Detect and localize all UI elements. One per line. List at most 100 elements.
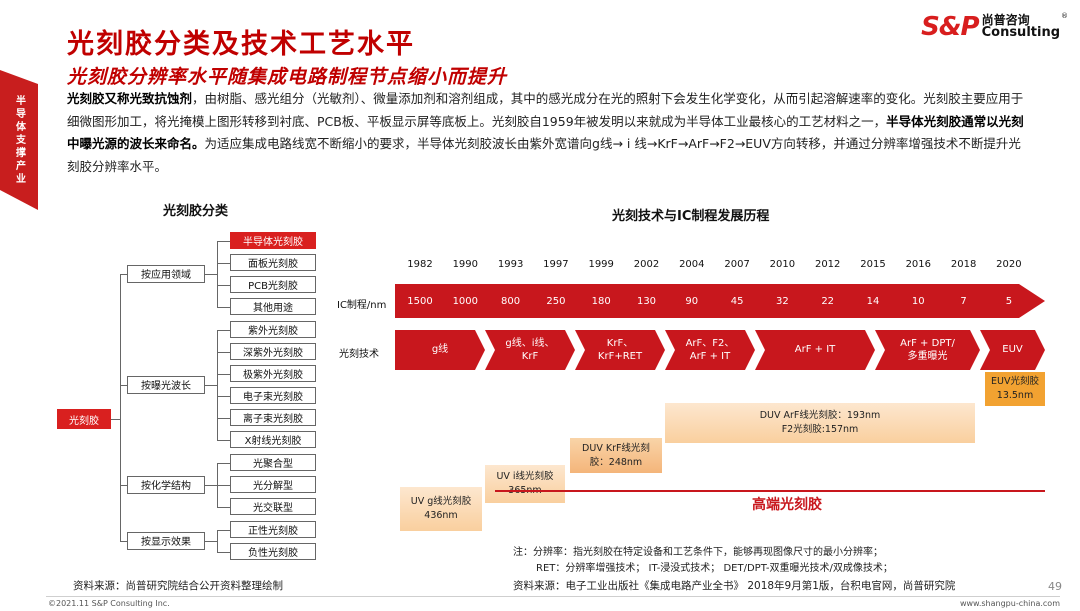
tree-connector <box>205 273 217 275</box>
tech-stage-line2: KrF <box>521 351 539 362</box>
company-logo: S&P 尚普咨询 Consulting ® <box>921 12 1068 42</box>
ic-value: 90 <box>685 296 699 307</box>
classification-group: 按显示效果 <box>127 531 205 550</box>
tree-connector <box>217 329 218 440</box>
tech-stage: ArF + DPT/多重曝光 <box>875 330 980 370</box>
ic-value: 7 <box>960 296 967 307</box>
tree-connector <box>205 384 217 386</box>
tree-connector <box>217 395 230 397</box>
classification-item: 正性光刻胶 <box>230 521 316 538</box>
classification-heading: 光刻胶分类 <box>163 204 229 219</box>
footer-website: www.shangpu-china.com <box>959 599 1060 608</box>
year-label: 1982 <box>407 259 433 270</box>
tree-connector <box>120 273 121 541</box>
ic-value: 22 <box>821 296 835 307</box>
classification-group: 按曝光波长 <box>127 375 205 394</box>
year-label: 2012 <box>814 259 841 270</box>
classification-item: 光交联型 <box>230 498 316 515</box>
page-number: 49 <box>1048 580 1062 593</box>
note-line-1: 注：分辨率：指光刻胶在特定设备和工艺条件下，能够再现图像尺寸的最小分辨率； <box>513 547 883 558</box>
tree-connector <box>205 540 217 542</box>
photoresist-step: DUV KrF线光刻胶：248nm <box>570 438 662 473</box>
logo-cn: 尚普咨询 <box>981 12 1030 27</box>
classification-item: 极紫外光刻胶 <box>230 365 316 382</box>
photoresist-step-line1: DUV KrF线光刻 <box>582 442 650 454</box>
registered-mark: ® <box>1061 12 1068 20</box>
tree-connector <box>217 306 230 308</box>
tech-stage: ArF、F2、ArF + IT <box>665 330 755 370</box>
classification-item: 负性光刻胶 <box>230 543 316 560</box>
classification-item: 离子束光刻胶 <box>230 409 316 426</box>
tree-connector <box>120 484 127 486</box>
tree-connector <box>120 540 127 542</box>
ic-value: 250 <box>546 296 566 307</box>
tech-stage-line1: g线 <box>431 344 449 356</box>
photoresist-step-line2: F2光刻胶:157nm <box>781 424 859 435</box>
classification-item: 半导体光刻胶 <box>230 232 316 249</box>
classification-item: 其他用途 <box>230 298 316 315</box>
photoresist-step: UV i线光刻胶365nm <box>485 465 565 503</box>
year-label: 2020 <box>996 259 1022 270</box>
tree-connector <box>217 351 230 353</box>
classification-group: 按化学结构 <box>127 475 205 494</box>
year-label: 1997 <box>543 259 569 270</box>
ic-row-label: IC制程/nm <box>337 300 387 311</box>
logo-en: Consulting <box>981 25 1060 41</box>
classification-item: 光分解型 <box>230 476 316 493</box>
tech-stage-line2: ArF + IT <box>689 351 731 362</box>
ic-arrow <box>395 284 1045 318</box>
year-label: 1993 <box>497 259 524 270</box>
tree-connector <box>217 484 230 486</box>
year-label: 2018 <box>950 259 977 270</box>
tech-stage-line1: g线、i线、 <box>505 337 555 349</box>
classification-item: X射线光刻胶 <box>230 431 316 448</box>
tree-connector <box>120 384 127 386</box>
tree-connector <box>217 284 230 286</box>
footer-copyright: ©2021.11 S&P Consulting Inc. <box>48 599 170 608</box>
ic-value: 14 <box>866 296 880 307</box>
tree-connector <box>217 439 230 441</box>
tree-connector <box>205 484 217 486</box>
year-label: 2015 <box>860 259 886 270</box>
classification-item: 紫外光刻胶 <box>230 321 316 338</box>
tech-stage-line1: ArF + IT <box>794 344 836 356</box>
year-label: 2016 <box>905 259 932 270</box>
tech-stage: ArF + IT <box>755 330 875 370</box>
tree-connector <box>217 417 230 419</box>
year-label: 1999 <box>588 259 614 270</box>
year-label: 2010 <box>769 259 796 270</box>
classification-item: 电子束光刻胶 <box>230 387 316 404</box>
footer-rule <box>46 596 1060 597</box>
tree-connector <box>217 240 230 242</box>
tree-connector <box>217 373 230 375</box>
timeline-heading: 光刻技术与IC制程发展历程 <box>612 209 770 224</box>
page-subtitle: 光刻胶分辨率水平随集成电路制程节点缩小而提升 <box>67 66 508 88</box>
high-end-divider <box>495 490 1045 492</box>
logo-mark: S&P <box>921 12 979 42</box>
tree-connector <box>111 419 120 420</box>
photoresist-step-line2: 13.5nm <box>996 390 1034 401</box>
year-label: 2004 <box>679 259 705 270</box>
tree-connector <box>217 529 230 531</box>
high-end-label: 高端光刻胶 <box>752 497 822 513</box>
tech-stage: g线 <box>395 330 485 370</box>
tree-connector <box>217 262 230 264</box>
source-right: 资料来源：电子工业出版社《集成电路产业全书》 2018年9月第1版，台积电官网，… <box>513 580 956 592</box>
section-tab: 半导体支撑产业 <box>0 70 38 210</box>
intro-paragraph: 光刻胶又称光致抗蚀剂，由树脂、感光组分（光敏剂）、微量添加剂和溶剂组成，其中的感… <box>67 91 1024 174</box>
tech-row-label: 光刻技术 <box>339 349 379 360</box>
tech-stage: EUV <box>980 330 1045 370</box>
classification-item: 面板光刻胶 <box>230 254 316 271</box>
photoresist-step: EUV光刻胶 13.5nm <box>985 372 1045 406</box>
photoresist-step-line1: EUV光刻胶 <box>991 376 1039 388</box>
year-label: 1990 <box>452 259 479 270</box>
ic-value: 130 <box>636 296 657 307</box>
tree-connector <box>217 462 230 464</box>
photoresist-step-line1: UV i线光刻胶 <box>496 471 554 483</box>
ic-value: 800 <box>501 296 521 307</box>
tech-stage: KrF、KrF+RET <box>575 330 665 370</box>
classification-root: 光刻胶 <box>57 409 111 429</box>
year-label: 2002 <box>633 259 660 270</box>
